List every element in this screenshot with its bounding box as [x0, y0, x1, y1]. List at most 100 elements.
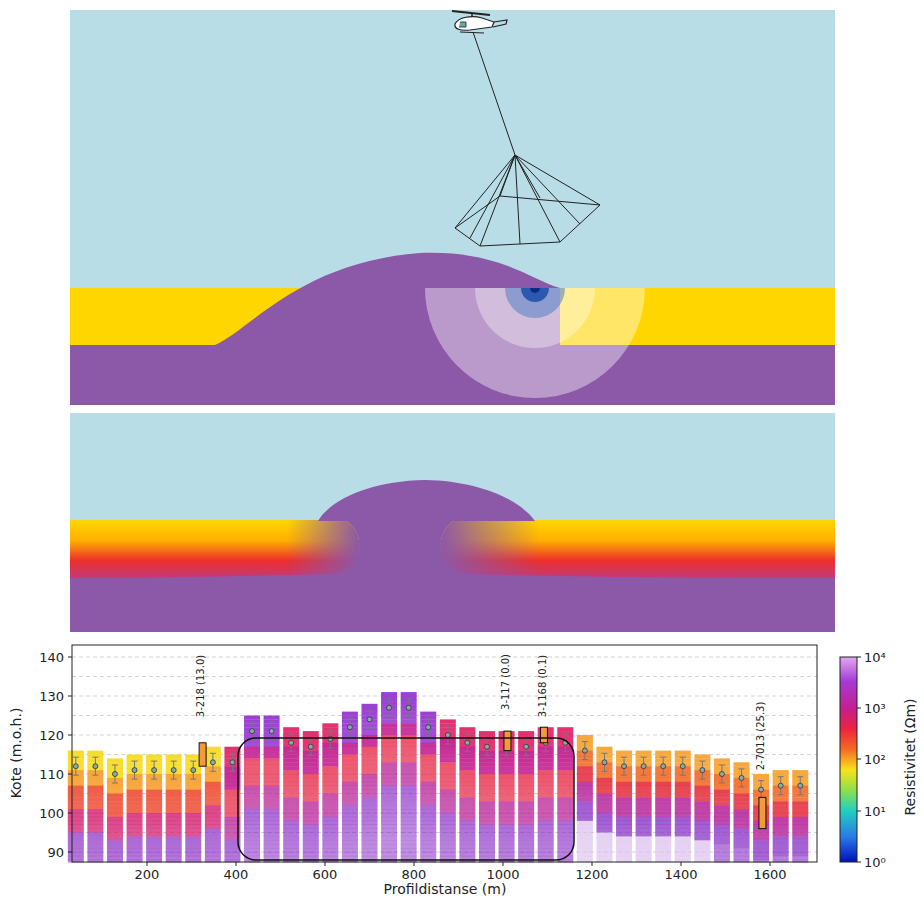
resistivity-cell	[499, 762, 515, 766]
resistivity-cell	[714, 758, 730, 762]
resistivity-cell	[479, 797, 495, 801]
resistivity-cell	[401, 719, 417, 723]
resistivity-cell	[557, 770, 573, 774]
resistivity-cell	[185, 836, 201, 840]
resistivity-cell	[479, 805, 495, 809]
resistivity-cell	[127, 813, 143, 817]
resistivity-cell	[166, 856, 182, 860]
resistivity-cell	[244, 852, 260, 856]
resistivity-cell	[322, 833, 338, 837]
resistivity-cell	[479, 848, 495, 852]
resistivity-cell	[185, 833, 201, 837]
resistivity-cell	[479, 731, 495, 735]
resistivity-cell	[440, 778, 456, 782]
resistivity-cell	[87, 817, 103, 821]
resistivity-cell	[518, 758, 534, 762]
error-bar	[699, 779, 705, 780]
resistivity-cell	[616, 817, 632, 821]
resistivity-cell	[557, 840, 573, 844]
resistivity-cell	[518, 813, 534, 817]
resistivity-cell	[694, 829, 710, 833]
resistivity-cell	[264, 817, 280, 821]
resistivity-cell	[499, 852, 515, 856]
resistivity-cell	[499, 797, 515, 801]
resistivity-cell	[68, 794, 84, 798]
resistivity-cell	[381, 739, 397, 743]
resistivity-cell	[440, 829, 456, 833]
resistivity-cell	[596, 836, 612, 840]
resistivity-cell	[499, 782, 515, 786]
resistivity-cell	[283, 762, 299, 766]
error-bar	[621, 757, 627, 758]
resistivity-cell	[440, 786, 456, 790]
resistivity-cell	[146, 755, 162, 759]
resistivity-cell	[107, 786, 123, 790]
resistivity-cell	[616, 836, 632, 840]
resistivity-cell	[264, 743, 280, 747]
resistivity-cell	[303, 774, 319, 778]
resistivity-cell	[205, 797, 221, 801]
resistivity-cell	[420, 821, 436, 825]
resistivity-cell	[459, 817, 475, 821]
resistivity-cell	[557, 762, 573, 766]
resistivity-cell	[68, 821, 84, 825]
error-bar	[327, 747, 333, 748]
resistivity-cell	[185, 782, 201, 786]
grid-line	[72, 657, 817, 658]
resistivity-cell	[577, 770, 593, 774]
resistivity-cell	[401, 852, 417, 856]
resistivity-cell	[420, 758, 436, 762]
resistivity-cell	[538, 833, 554, 837]
resistivity-cell	[518, 794, 534, 798]
resistivity-cell	[440, 782, 456, 786]
resistivity-cell	[342, 821, 358, 825]
resistivity-cell	[655, 852, 671, 856]
resistivity-cell	[675, 856, 691, 860]
tick-label: 10¹	[864, 805, 886, 818]
resistivity-cell	[401, 817, 417, 821]
resistivity-cell	[675, 844, 691, 848]
resistivity-cell	[538, 805, 554, 809]
resistivity-cell	[224, 848, 240, 852]
data-point	[524, 744, 529, 749]
resistivity-cell	[557, 829, 573, 833]
resistivity-cell	[283, 852, 299, 856]
resistivity-cell	[518, 805, 534, 809]
resistivity-cell	[420, 790, 436, 794]
resistivity-cell	[655, 833, 671, 837]
resistivity-cell	[792, 809, 808, 813]
error-bar	[288, 733, 294, 734]
resistivity-cell	[459, 805, 475, 809]
resistivity-cell	[694, 782, 710, 786]
resistivity-cell	[479, 762, 495, 766]
resistivity-cell	[557, 786, 573, 790]
error-bar	[367, 728, 373, 729]
resistivity-cell	[362, 805, 378, 809]
resistivity-cell	[283, 770, 299, 774]
resistivity-cell	[616, 794, 632, 798]
resistivity-cell	[303, 770, 319, 774]
resistivity-cell	[264, 813, 280, 817]
resistivity-cell	[205, 844, 221, 848]
resistivity-cell	[146, 856, 162, 860]
error-bar	[543, 751, 549, 752]
resistivity-cell	[596, 825, 612, 829]
tick-label: 130	[39, 690, 64, 703]
data-point	[308, 744, 313, 749]
resistivity-cell	[303, 786, 319, 790]
resistivity-cell	[401, 790, 417, 794]
resistivity-cell	[362, 778, 378, 782]
resistivity-cell	[127, 817, 143, 821]
resistivity-cell	[734, 836, 750, 840]
data-point	[661, 764, 666, 769]
resistivity-cell	[401, 833, 417, 837]
resistivity-cell	[655, 825, 671, 829]
resistivity-cell	[244, 825, 260, 829]
resistivity-cell	[479, 829, 495, 833]
resistivity-cell	[185, 844, 201, 848]
resistivity-cell	[401, 844, 417, 848]
resistivity-cell	[636, 801, 652, 805]
resistivity-cell	[538, 852, 554, 856]
resistivity-cell	[68, 833, 84, 837]
resistivity-cell	[185, 821, 201, 825]
